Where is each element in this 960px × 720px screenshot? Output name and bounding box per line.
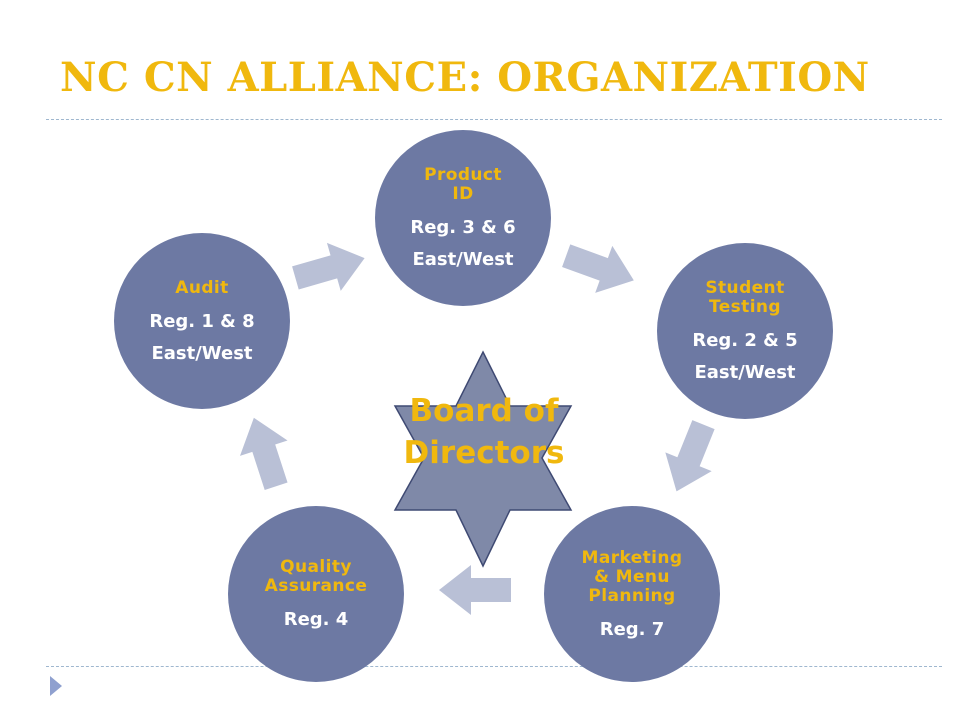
node-audit[interactable]: Audit Reg. 1 & 8 East/West <box>114 233 290 409</box>
node-title-line: Planning <box>588 585 676 606</box>
node-detail-line: Reg. 2 & 5 <box>692 330 798 351</box>
node-detail-line: Reg. 3 & 6 <box>410 217 516 238</box>
node-title-line: ID <box>452 184 474 204</box>
node-detail-line: East/West <box>151 342 253 364</box>
node-title-line: Testing <box>708 297 781 317</box>
node-product-id[interactable]: Product ID Reg. 3 & 6 East/West <box>375 130 551 306</box>
node-title-line: Student <box>705 278 785 298</box>
footer-divider <box>46 666 942 667</box>
node-detail-line: Reg. 1 & 8 <box>149 310 255 332</box>
node-detail-line: Reg. 4 <box>283 609 349 630</box>
board-of-directors-label: Board of Directors <box>370 390 598 474</box>
board-label-line: Directors <box>403 435 565 471</box>
board-label-line: Board of <box>409 393 559 429</box>
node-detail-line: Reg. 7 <box>599 618 665 640</box>
arrow-product-to-testing-icon <box>562 244 634 293</box>
node-title-line: Quality <box>280 557 352 577</box>
node-detail-line: East/West <box>694 362 796 383</box>
node-title-line: Assurance <box>264 576 368 596</box>
arrow-quality-to-audit-icon <box>239 417 288 490</box>
arrow-audit-to-product-icon <box>292 242 365 291</box>
slide-bullet-icon <box>50 676 62 696</box>
node-title-line: Audit <box>175 277 229 298</box>
arrow-testing-to-marketing-icon <box>665 420 715 492</box>
arrow-marketing-to-quality-icon <box>439 565 511 615</box>
node-title-line: Marketing <box>581 547 683 568</box>
title-divider <box>46 119 942 120</box>
node-marketing-menu-planning[interactable]: Marketing & Menu Planning Reg. 7 <box>544 506 720 682</box>
node-detail-line: East/West <box>412 249 514 270</box>
board-star-shape <box>393 350 573 568</box>
node-student-testing[interactable]: Student Testing Reg. 2 & 5 East/West <box>657 243 833 419</box>
page-title: NC CN ALLIANCE: ORGANIZATION <box>60 54 870 101</box>
node-title-line: Product <box>424 165 502 185</box>
node-quality-assurance[interactable]: Quality Assurance Reg. 4 <box>228 506 404 682</box>
node-title-line: & Menu <box>594 566 670 587</box>
